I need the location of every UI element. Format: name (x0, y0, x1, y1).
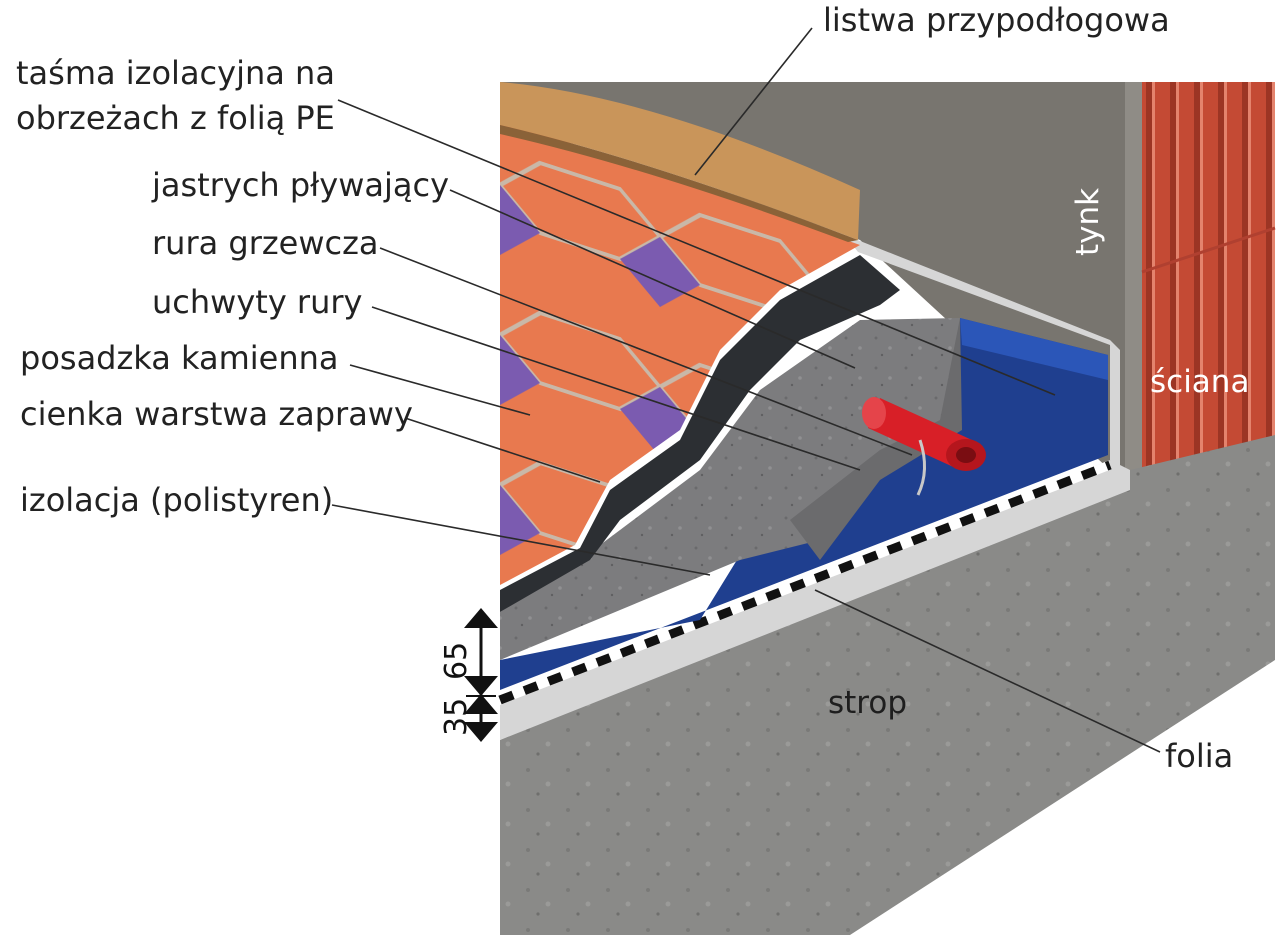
label-posadzka: posadzka kamienna (20, 339, 339, 377)
leader-lines (331, 27, 1161, 753)
brick-joint (1141, 226, 1276, 274)
label-folia: folia (1165, 737, 1233, 775)
mortar-layer (500, 255, 900, 612)
heating-pipe (862, 397, 986, 471)
pipe-clip (916, 439, 926, 496)
label-zaprawa: cienka warstwa zaprawy (20, 395, 413, 433)
label-jastrych: jastrych pływający (151, 166, 449, 204)
label-sciana: ściana (1150, 364, 1249, 400)
edge-strip-lower (500, 460, 1130, 740)
foil-dashes (498, 460, 1112, 705)
screed-face (790, 318, 962, 560)
concrete-slab (500, 435, 1275, 935)
brick-wall (1142, 82, 1275, 490)
tile-floor (500, 118, 860, 585)
label-uchwyty: uchwyty rury (152, 283, 362, 321)
label-tynk: tynk (1070, 188, 1106, 256)
dimension-top: 65 (439, 642, 474, 680)
skirting-board (500, 82, 860, 240)
label-listwa: listwa przypodłogowa (823, 1, 1170, 39)
screed-layer (500, 318, 960, 660)
label-tasma-line1: taśma izolacyjna na (16, 54, 335, 92)
label-rura: rura grzewcza (152, 224, 379, 262)
dimension-bottom: 35 (439, 698, 474, 736)
label-strop: strop (828, 685, 907, 721)
dimension-markers (464, 608, 498, 742)
insulation-top (960, 318, 1108, 380)
plaster-edge (1125, 82, 1142, 500)
skirting-shadow (500, 125, 858, 242)
label-tasma-line2: obrzeżach z folią PE (16, 99, 335, 137)
plaster-wall (500, 82, 1130, 495)
label-izolacja: izolacja (polistyren) (20, 481, 333, 519)
